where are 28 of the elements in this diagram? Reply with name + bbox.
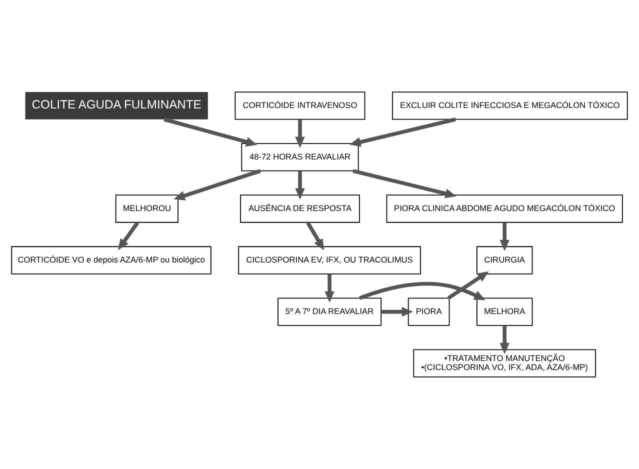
- arrow: [352, 169, 456, 198]
- node-box: EXCLUIR COLITE INFECCIOSA E MEGACÓLON TÓXICO: [392, 92, 628, 120]
- node-box: MELHOROU: [115, 194, 178, 223]
- arrow: [349, 118, 456, 147]
- node-box: CORTICÓIDE INTRAVENOSO: [234, 92, 366, 120]
- arrow: [306, 222, 324, 250]
- node-box: •TRATAMENTO MANUTENÇÃO •(CICLOSPORINA VO, IFX, ADA, AZA/6-MP): [413, 349, 596, 378]
- arrow: [500, 222, 510, 252]
- node-box: COLITE AGUDA FULMINANTE: [25, 92, 208, 120]
- node-box: CORTICÓIDE VO e depois AZA/6-MP ou biológico: [11, 246, 212, 274]
- node-box: AUSÊNCIA DE RESPOSTA: [240, 194, 360, 223]
- node-box: PIORA CLINICA ABDOME AGUDO MEGACÓLON TÓXICO: [386, 194, 623, 223]
- node-box: CIRURGIA: [476, 246, 533, 274]
- arrow: [295, 171, 305, 200]
- node-box: 5º A 7º DIA REAVALIAR: [278, 298, 382, 326]
- arrow: [447, 271, 489, 300]
- node-box: PIORA: [408, 298, 450, 326]
- node-box: MELHORA: [476, 298, 533, 326]
- arrow: [324, 274, 334, 303]
- arrow: [295, 120, 305, 148]
- arrow: [381, 306, 414, 317]
- arrow: [164, 118, 258, 147]
- node-box: 48-72 HORAS REAVALIAR: [241, 143, 359, 172]
- arrow: [118, 222, 140, 250]
- arrow: [500, 326, 510, 354]
- arrow: [174, 169, 261, 200]
- arrow: [358, 282, 486, 300]
- node-box: CICLOSPORINA EV, IFX, OU TRACOLIMUS: [238, 246, 421, 274]
